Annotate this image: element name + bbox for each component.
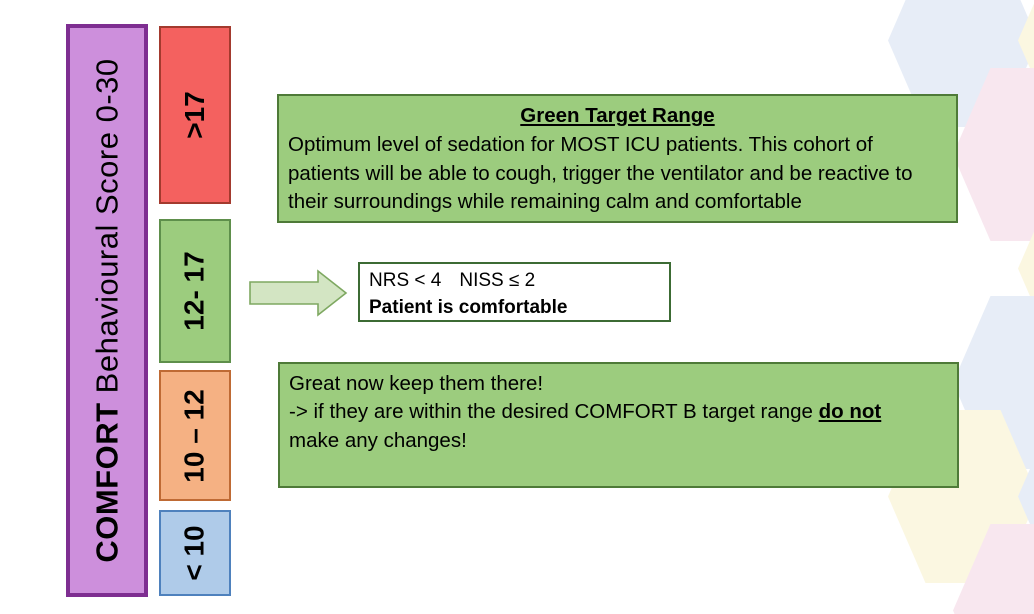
comfort-score-bar-label-strong: COMFORT (89, 402, 125, 563)
range-chip-green-label: 12- 17 (179, 251, 210, 331)
comfort-score-bar-label: COMFORT Behavioural Score 0-30 (89, 58, 125, 563)
range-chip-green: 12- 17 (159, 219, 231, 363)
range-chip-red: >17 (159, 26, 231, 204)
comfort-score-bar-label-rest: Behavioural Score 0-30 (89, 58, 125, 403)
comfort-score-bar: COMFORT Behavioural Score 0-30 (66, 24, 148, 597)
range-chip-orange: 10 – 12 (159, 370, 231, 501)
range-chip-blue-label: < 10 (179, 525, 210, 581)
keep-line-3: make any changes! (289, 428, 467, 452)
range-chip-blue: < 10 (159, 510, 231, 596)
keep-line-2: -> if they are within the desired COMFOR… (289, 398, 948, 426)
range-chip-orange-label: 10 – 12 (179, 388, 211, 483)
keep-line-2-emphasis: do not (818, 400, 882, 424)
nrs-niss-box: NRS < 4 NISS ≤ 2 Patient is comfortable (358, 262, 671, 322)
green-target-range-title: Green Target Range (520, 104, 715, 127)
range-chip-red-label: >17 (179, 91, 210, 139)
right-arrow-icon (249, 269, 348, 317)
keep-them-there-box: Great now keep them there! -> if they ar… (278, 362, 959, 488)
niss-value: NISS ≤ 2 (459, 270, 536, 291)
green-target-range-box: Green Target Range Optimum level of seda… (277, 94, 958, 223)
nrs-value: NRS < 4 (369, 270, 442, 291)
green-target-range-body: Optimum level of sedation for MOST ICU p… (288, 133, 913, 213)
keep-line-2-pre: -> if they are within the desired COMFOR… (289, 400, 819, 424)
keep-line-1: Great now keep them there! (289, 372, 544, 395)
nrs-niss-line-1: NRS < 4 NISS ≤ 2 (369, 268, 660, 295)
patient-comfortable-text: Patient is comfortable (369, 296, 568, 318)
